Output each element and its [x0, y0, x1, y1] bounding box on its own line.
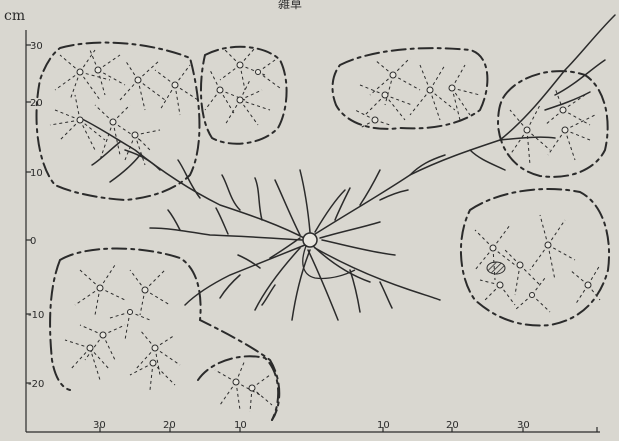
x-tick-label: 10 — [234, 420, 247, 431]
x-tick-labels: 30 20 10 10 20 30 — [93, 420, 530, 431]
plant-crown — [237, 62, 243, 68]
x-tick-label: 20 — [446, 420, 459, 431]
satellite-plant — [370, 58, 420, 105]
plant-crown — [427, 87, 433, 93]
satellite-plant — [110, 312, 150, 340]
plant-crown — [97, 285, 103, 291]
satellite-plant — [410, 65, 455, 120]
hatched-cluster-mark — [487, 262, 505, 274]
satellite-plant — [510, 105, 550, 165]
plant-crown — [382, 92, 388, 98]
satellite-plant — [258, 60, 280, 88]
satellite-plant — [360, 85, 412, 120]
y-tick-label: 0 — [30, 236, 36, 247]
figure-title: 雑草 — [278, 0, 302, 11]
plant-crown — [517, 262, 523, 268]
satellite-plant — [505, 250, 540, 295]
plant-crown — [77, 117, 83, 123]
satellite-plant — [90, 50, 125, 95]
axes — [26, 30, 600, 432]
satellite-plant — [250, 375, 272, 412]
satellite-crowns — [77, 62, 591, 391]
crown-loop-root — [303, 246, 355, 278]
plant-crown — [560, 107, 566, 113]
y-tick-label: 30 — [30, 41, 43, 52]
plant-crown — [135, 77, 141, 83]
plant-crown — [237, 97, 243, 103]
cluster-boundary-far-right — [498, 71, 608, 177]
satellite-plant — [50, 95, 105, 150]
y-unit-label: cm — [4, 8, 25, 24]
satellite-plant — [452, 65, 480, 120]
plant-crown — [172, 82, 178, 88]
satellite-plant — [220, 48, 265, 90]
y-tick-labels: 30 20 10 0 -10 -20 — [28, 41, 44, 390]
plant-crown — [77, 69, 83, 75]
plant-crown — [233, 379, 239, 385]
cluster-boundary-right — [461, 189, 609, 326]
satellite-plant — [530, 215, 575, 280]
plant-crown — [87, 345, 93, 351]
plant-crown — [128, 310, 133, 315]
plant-crown — [132, 132, 138, 138]
cluster-boundaries — [36, 43, 609, 420]
satellite-plant — [135, 330, 180, 375]
satellite-plant — [55, 50, 110, 100]
plant-crown — [150, 360, 156, 366]
satellite-plant — [155, 65, 198, 115]
satellite-plant — [130, 270, 170, 315]
satellite-plant — [130, 363, 175, 390]
y-tick-label: 10 — [30, 168, 43, 179]
plant-crown — [152, 345, 158, 351]
y-tick-label: -10 — [28, 310, 44, 321]
x-tick-label: 10 — [377, 420, 390, 431]
plant-crown — [249, 385, 255, 391]
satellite-plant — [80, 325, 125, 360]
plant-crown — [562, 127, 568, 133]
plant-crown — [100, 332, 106, 338]
x-tick-label: 30 — [93, 420, 106, 431]
plant-crown — [390, 72, 396, 78]
plant-crown — [110, 119, 116, 125]
plant-crown — [524, 127, 530, 133]
plant-crown — [256, 70, 261, 75]
satellite-plant — [225, 80, 270, 125]
x-tick-label: 20 — [163, 420, 176, 431]
satellite-plants — [50, 48, 600, 412]
satellite-plant — [120, 60, 165, 110]
plant-crown — [95, 67, 101, 73]
plant-crown — [545, 242, 551, 248]
plant-crown — [217, 87, 223, 93]
y-tick-label: -20 — [28, 379, 44, 390]
plant-crown — [449, 85, 455, 91]
plant-crown — [530, 293, 535, 298]
satellite-plant — [125, 130, 160, 165]
plant-crown — [142, 287, 148, 293]
plant-crown — [585, 282, 591, 288]
plant-crown — [497, 282, 503, 288]
satellite-plant — [545, 88, 590, 125]
cluster-boundary-top-right — [333, 48, 488, 129]
plant-crown — [490, 245, 496, 251]
x-tick-label: 30 — [517, 420, 530, 431]
plant-crown — [372, 117, 378, 123]
cluster-boundary-bottom-lower — [198, 356, 278, 420]
central-plant-crown — [303, 233, 317, 247]
